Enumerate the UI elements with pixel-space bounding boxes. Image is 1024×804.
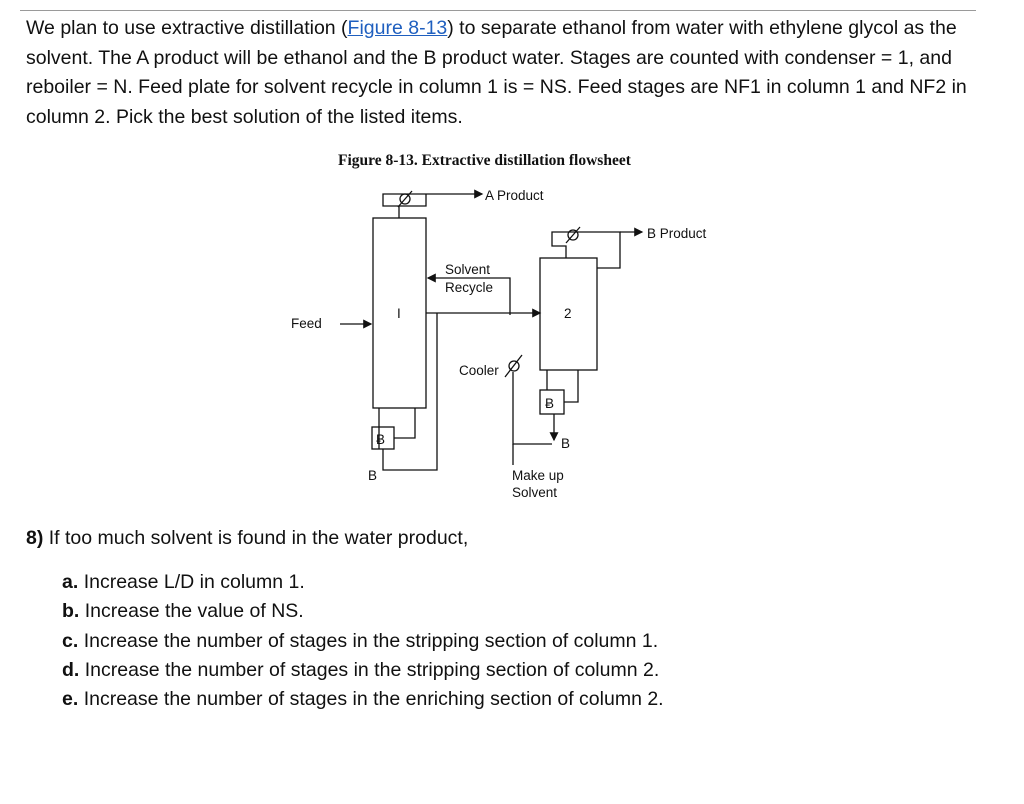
intro-text-end: ) to separate ethanol from water with et… [26, 17, 967, 128]
feed-label: Feed [291, 316, 322, 331]
option-c[interactable]: c. Increase the number of stages in the … [62, 627, 664, 656]
option-letter: d. [62, 658, 80, 681]
option-d[interactable]: d. Increase the number of stages in the … [62, 656, 664, 685]
column2-reflux-line [551, 231, 621, 269]
b-product-label: B Product [647, 226, 707, 241]
solvent-label: Solvent [445, 262, 490, 277]
answer-options: a. Increase L/D in column 1. b. Increase… [62, 568, 664, 714]
cooler-label: Cooler [459, 363, 499, 378]
solvent-recycle-line [426, 273, 511, 315]
recycle-label: Recycle [445, 280, 493, 295]
top-divider [20, 10, 976, 11]
option-e[interactable]: e. Increase the number of stages in the … [62, 685, 664, 714]
option-text: Increase L/D in column 1. [83, 571, 305, 593]
figure-link[interactable]: Figure 8-13 [347, 17, 448, 39]
option-letter: b. [62, 600, 80, 623]
column-2-label: 2 [564, 306, 572, 321]
reboiler-1-glyph: Ƀ [376, 432, 385, 447]
valve-icon [567, 229, 579, 241]
option-text: Increase the number of stages in the enr… [83, 688, 664, 711]
option-a[interactable]: a. Increase L/D in column 1. [62, 568, 664, 597]
column1-reflux-line [382, 193, 426, 218]
makeup-label: Make up [512, 468, 564, 483]
option-letter: c. [62, 629, 79, 652]
intro-text-start: We plan to use extractive distillation ( [26, 17, 348, 39]
option-letter: a. [62, 571, 79, 593]
option-b[interactable]: b. Increase the value of NS. [62, 597, 664, 626]
valve-icon [399, 193, 411, 205]
a-product-label: A Product [485, 188, 544, 203]
column-1-label: I [397, 306, 401, 321]
option-text: Increase the value of NS. [84, 600, 304, 623]
question-text: If too much solvent is found in the wate… [48, 527, 469, 549]
makeup-solvent-label: Solvent [512, 485, 557, 500]
b-bottom-1-label: B [368, 468, 377, 483]
b-bottom-2-label: B [561, 436, 570, 451]
problem-statement: We plan to use extractive distillation (… [26, 14, 986, 132]
option-letter: e. [62, 688, 79, 711]
question: 8) If too much solvent is found in the w… [26, 525, 926, 551]
figure-caption: Figure 8-13. Extractive distillation flo… [338, 152, 631, 169]
option-text: Increase the number of stages in the str… [84, 658, 660, 681]
reboiler-2-glyph: Ƀ [545, 396, 554, 411]
column1-bottoms-line [382, 313, 438, 471]
cooler-icon [508, 360, 520, 372]
option-text: Increase the number of stages in the str… [83, 629, 659, 652]
question-number: 8) [26, 527, 44, 549]
column-2 [539, 257, 598, 371]
